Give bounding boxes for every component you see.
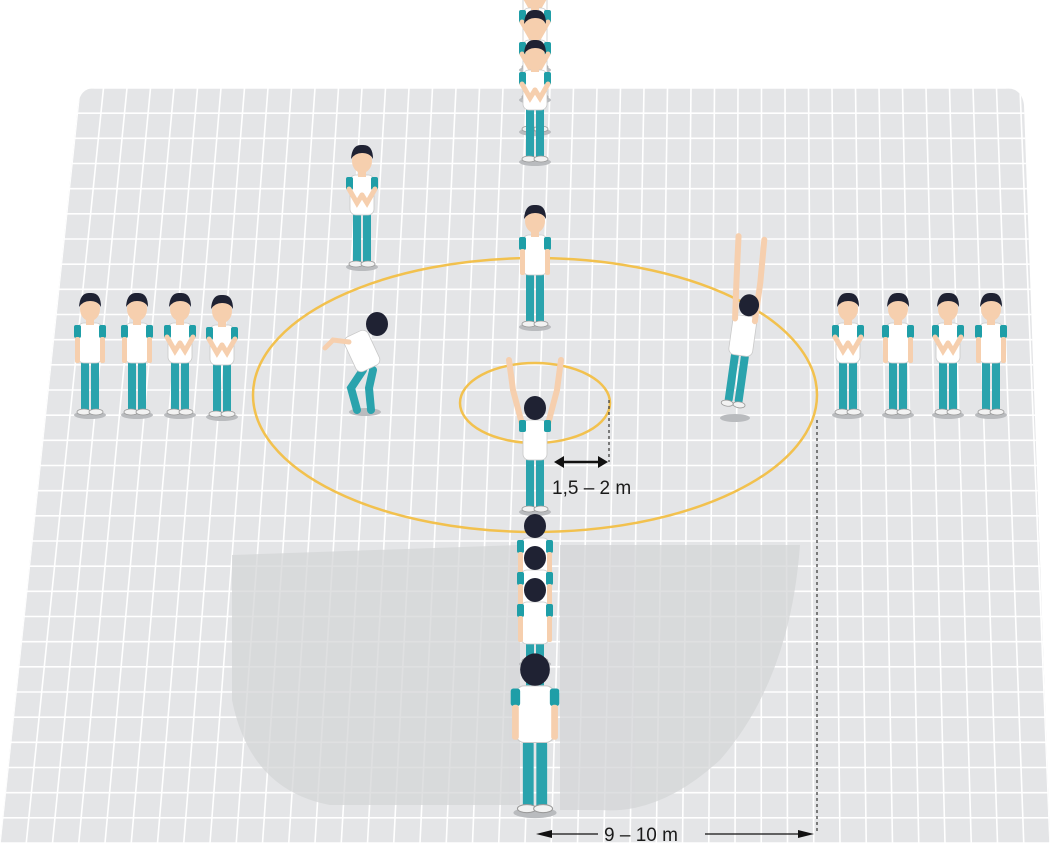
inner-radius-label: 1,5 – 2 m bbox=[552, 478, 631, 499]
outer-radius-label: 9 – 10 m bbox=[604, 825, 678, 843]
